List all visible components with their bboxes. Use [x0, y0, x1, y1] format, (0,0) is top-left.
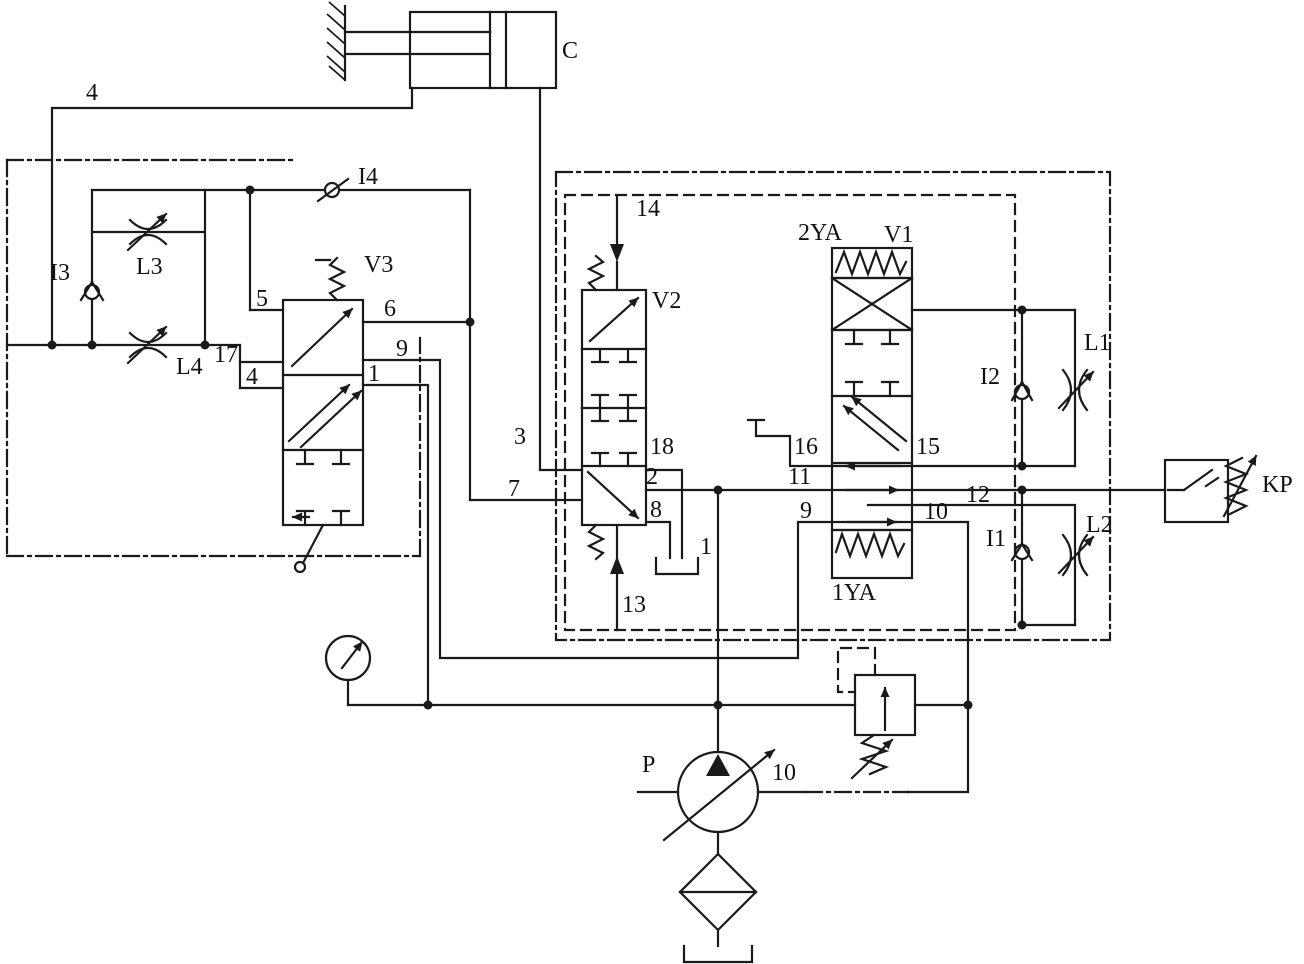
line-1-label: 1: [700, 534, 712, 560]
l4-label: L4: [176, 354, 203, 380]
pump-p: [636, 703, 970, 856]
v1-port-pipes: [716, 308, 1167, 707]
filter: [678, 852, 758, 948]
valve-v3: [281, 256, 365, 574]
check-valve-i4: [316, 177, 350, 203]
v1-solenoid-1ya: [830, 528, 914, 580]
v1-port12-label: 12: [966, 482, 990, 508]
relief-pilot-line: [836, 646, 877, 694]
line-4-label: 4: [86, 80, 98, 106]
v1-port16-label: 16: [794, 434, 818, 460]
cylinder-c: [326, 1, 558, 90]
v3-spring: [327, 256, 347, 302]
l1-label: L1: [1084, 330, 1111, 356]
v1-port10-label: 10: [924, 499, 948, 525]
relief-spring: [858, 733, 890, 776]
pressure-gauge: [324, 634, 372, 707]
right-subsystem-boundary: [554, 170, 1112, 642]
v3-port-pipes: [361, 320, 834, 707]
line-14-label: 14: [636, 196, 660, 222]
kp-spring: [1223, 456, 1249, 516]
i4-label: I4: [358, 164, 378, 190]
cylinder-body: [408, 10, 558, 90]
v1-label: V1: [884, 222, 913, 248]
valve-block-boundary: [563, 193, 1017, 632]
v3-port17-label: 17: [214, 342, 238, 368]
i3-label: I3: [50, 260, 70, 286]
cylinder-label: C: [562, 38, 578, 64]
v1-top-spring: [834, 248, 908, 278]
i1-label: I1: [986, 526, 1006, 552]
v2-pilot-14: [610, 194, 624, 292]
v2-port-pipes: [644, 468, 720, 576]
v1-solenoid-2ya: [830, 276, 914, 332]
throttle-l1: [1057, 368, 1095, 412]
valve-v2: [580, 194, 648, 632]
pilot-drain-plug: [746, 418, 834, 468]
v3-label: V3: [364, 252, 393, 278]
v2-port7-label: 7: [508, 476, 520, 502]
v2-top-spring: [586, 254, 606, 292]
i2-label: I2: [980, 364, 1000, 390]
l2-label: L2: [1086, 512, 1113, 538]
v3-port6-label: 6: [384, 296, 396, 322]
kp-label: KP: [1262, 472, 1293, 498]
throttle-l4: [126, 325, 168, 365]
v2-port2-label: 2: [646, 464, 658, 490]
relief-valve: [836, 646, 970, 780]
v2-pilot-13: [610, 523, 624, 632]
throttle-l2: [1057, 533, 1095, 577]
pump-label: P: [642, 752, 655, 778]
v2-port18-label: 18: [650, 434, 674, 460]
check-valve-i2: [1010, 380, 1034, 402]
v1-port9-label: 9: [800, 498, 812, 524]
line-3-pipe: [538, 86, 584, 472]
v1-port15-label: 15: [916, 434, 940, 460]
v3-port4-label: 4: [246, 364, 258, 390]
pressure-switch-kp: [1163, 454, 1258, 524]
left-subsystem-boundary: [5, 158, 422, 558]
v3-port1-label: 1: [368, 361, 380, 387]
line-10-label: 10: [772, 760, 796, 786]
check-valve-i3: [79, 280, 105, 302]
solenoid-2ya-label: 2YA: [798, 220, 843, 246]
wall-hatch-icon: [326, 1, 346, 81]
v2-port3-label: 3: [514, 424, 526, 450]
diagram-labels: C 4 I4 I3 L3 L4 V3 5 6 17 4 9 1 14 V2 3 …: [50, 38, 1293, 786]
v2-port8-label: 8: [650, 497, 662, 523]
pressure-manifold: [346, 488, 857, 754]
v3-lever: [293, 523, 325, 574]
v2-label: V2: [652, 288, 681, 314]
drain-tank-icon: [654, 556, 700, 576]
left-pipe-network: [5, 188, 584, 502]
junction-dots: [47, 185, 1027, 710]
v1-port11-label: 11: [788, 464, 811, 490]
v2-bottom-spring: [586, 523, 606, 561]
solenoid-1ya-label: 1YA: [832, 580, 877, 606]
v3-port5-label: 5: [256, 286, 268, 312]
check-valve-i1: [1010, 542, 1034, 562]
valve-v1: [830, 246, 914, 580]
line-4-pipe: [50, 86, 414, 347]
line-13-label: 13: [622, 592, 646, 618]
tank: [682, 944, 754, 964]
throttle-l3: [126, 212, 168, 252]
v3-port9-label: 9: [396, 336, 408, 362]
l3-label: L3: [136, 254, 163, 280]
